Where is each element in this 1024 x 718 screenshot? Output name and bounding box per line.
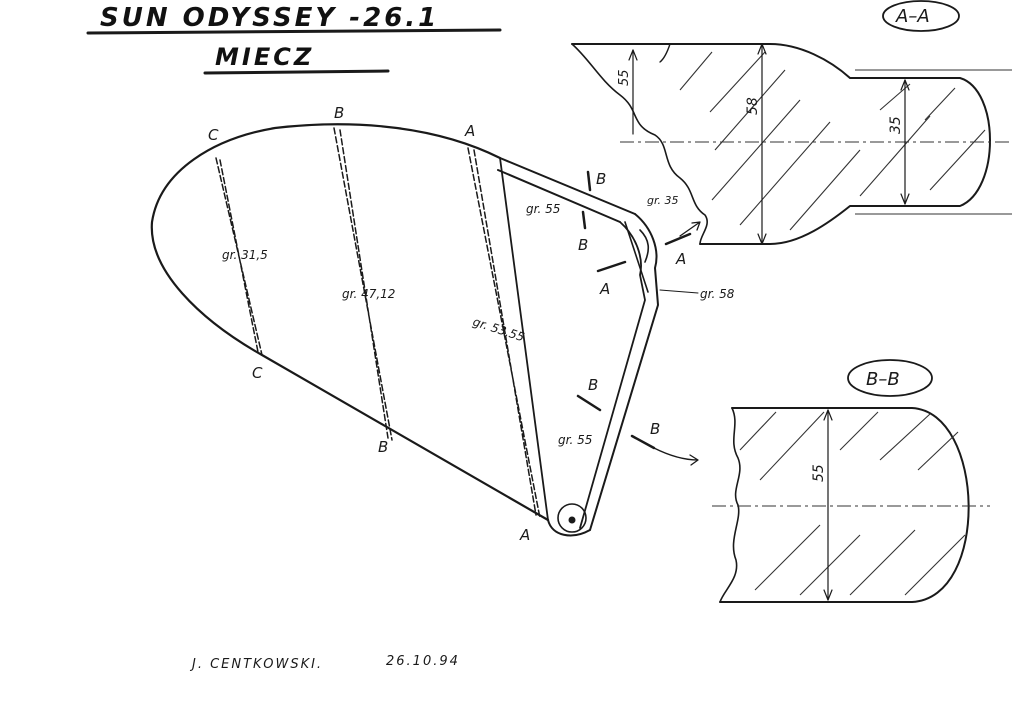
point-b-bottom: B	[378, 438, 388, 456]
dim-aa-total-arrows	[757, 43, 767, 245]
point-a-top: A	[464, 122, 475, 140]
title-underline-2	[203, 69, 390, 75]
keel-outline	[150, 123, 550, 522]
section-bb-label: B–B	[866, 369, 900, 390]
strip-top-inner	[497, 169, 621, 223]
title-block: SUN ODYSSEY -26.1 MIECZ	[86, 3, 502, 75]
dim-bb: 55	[811, 464, 827, 482]
section-line-cc	[215, 157, 263, 356]
section-line-bb	[333, 127, 393, 441]
point-c-bottom: C	[252, 364, 263, 382]
cut-a-left: A	[599, 280, 610, 298]
section-aa-step	[659, 43, 671, 63]
section-aa-outline	[571, 43, 991, 245]
cut-mark-b-lower-1	[576, 394, 602, 412]
section-aa-hatch	[679, 51, 986, 231]
section-aa-label-bubble	[882, 0, 960, 32]
cut-b-lower-bottom: B	[650, 420, 660, 438]
keel-side-view: C B A C B A gr. 31,5 gr. 47,12 gr. 53,55…	[150, 104, 735, 544]
point-a-bottom: A	[519, 526, 530, 544]
signature-author: J. CENTKOWSKI.	[189, 657, 323, 672]
section-line-aa	[467, 147, 541, 519]
cut-b-upper-top: B	[596, 170, 606, 188]
cut-mark-b-upper-1	[586, 170, 592, 192]
dim-bb-arrows	[823, 409, 833, 601]
strip-edge-leader	[659, 289, 699, 294]
thickness-cc: gr. 31,5	[222, 248, 268, 262]
section-bb-break	[719, 407, 741, 603]
section-bb-label-bubble	[847, 359, 933, 397]
strip-top-label: gr. 55	[526, 202, 560, 216]
strip-bottom-label: gr. 55	[558, 433, 592, 447]
pivot-hole	[568, 516, 576, 524]
cut-mark-a-right	[664, 232, 692, 246]
cut-b-upper-bottom: B	[578, 236, 588, 254]
cut-a-right: A	[675, 250, 686, 268]
section-aa: A–A 55 58	[571, 0, 1012, 245]
title-line2: MIECZ	[215, 43, 314, 71]
cut-arrow-a	[679, 221, 701, 237]
strip-top-outer	[499, 157, 636, 215]
strip-edge-label: gr. 58	[700, 287, 735, 301]
strip-tip-label: gr. 35	[647, 194, 679, 207]
cut-b-lower-top: B	[588, 376, 598, 394]
thickness-bb: gr. 47,12	[342, 287, 395, 301]
dim-aa-total: 58	[745, 97, 761, 115]
point-b-top: B	[334, 104, 344, 122]
strip-right-outer	[589, 213, 659, 531]
strip-right-inner	[579, 221, 646, 529]
dim-aa-right-arrows	[900, 79, 910, 205]
cut-arrow-b	[653, 447, 699, 466]
section-aa-label: A–A	[895, 6, 930, 27]
cut-mark-b-lower-2	[630, 434, 656, 450]
strip-tip-detail	[624, 221, 650, 293]
keel-pivot-edge	[547, 519, 591, 537]
dim-aa-right: 35	[888, 116, 904, 134]
cut-mark-b-upper-2	[581, 210, 587, 230]
section-bb-outline	[719, 407, 970, 603]
pivot-circle	[557, 503, 587, 533]
cut-mark-a-left	[596, 260, 627, 273]
signature-block: J. CENTKOWSKI. 26.10.94	[189, 654, 460, 672]
section-aa-break	[571, 43, 708, 245]
section-bb: B–B 55	[712, 359, 990, 603]
thickness-aa: gr. 53,55	[471, 315, 526, 345]
strip-joint-line	[499, 157, 549, 521]
dim-aa-left-arrow	[628, 49, 638, 61]
title-line1: SUN ODYSSEY -26.1	[100, 3, 439, 33]
dim-aa-left: 55	[617, 69, 632, 86]
point-c-top: C	[208, 126, 219, 144]
signature-date: 26.10.94	[386, 654, 460, 669]
title-underline-1	[86, 28, 502, 35]
section-bb-hatch	[739, 411, 966, 596]
